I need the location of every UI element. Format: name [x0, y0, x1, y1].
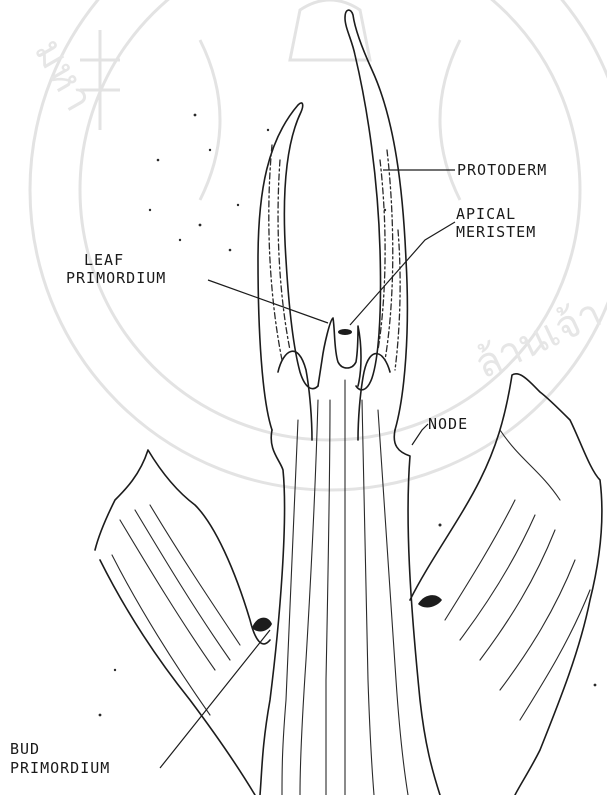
leaf-primordium-leader: [208, 280, 328, 323]
bud-primordium-left: [252, 618, 272, 632]
label-bud-primordium-line2: PRIMORDIUM: [10, 760, 110, 777]
label-node: NODE: [428, 416, 468, 433]
label-apical-meristem-line1: APICAL: [456, 206, 516, 223]
stem-left-outline: [260, 430, 285, 795]
label-leaf-primordium-line2: PRIMORDIUM: [66, 270, 166, 287]
right-mature-leaf: [410, 374, 602, 795]
apical-meristem-leader: [350, 222, 455, 325]
right-leaf-outline: [345, 10, 407, 430]
label-protoderm: PROTODERM: [457, 162, 547, 179]
label-apical-meristem-line2: MERISTEM: [456, 224, 536, 241]
left-leaf-outline: [258, 103, 318, 430]
node-leader: [412, 424, 428, 445]
vascular-strands: [112, 145, 590, 795]
apical-meristem-cells: [338, 329, 352, 335]
bud-primordium-right: [418, 595, 442, 607]
label-bud-primordium-line1: BUD: [10, 741, 40, 758]
stipple-dots: [99, 114, 597, 717]
label-leaf-primordium-line1: LEAF: [84, 252, 124, 269]
bud-primordium-leader: [160, 630, 270, 768]
apical-dome: [318, 318, 361, 386]
